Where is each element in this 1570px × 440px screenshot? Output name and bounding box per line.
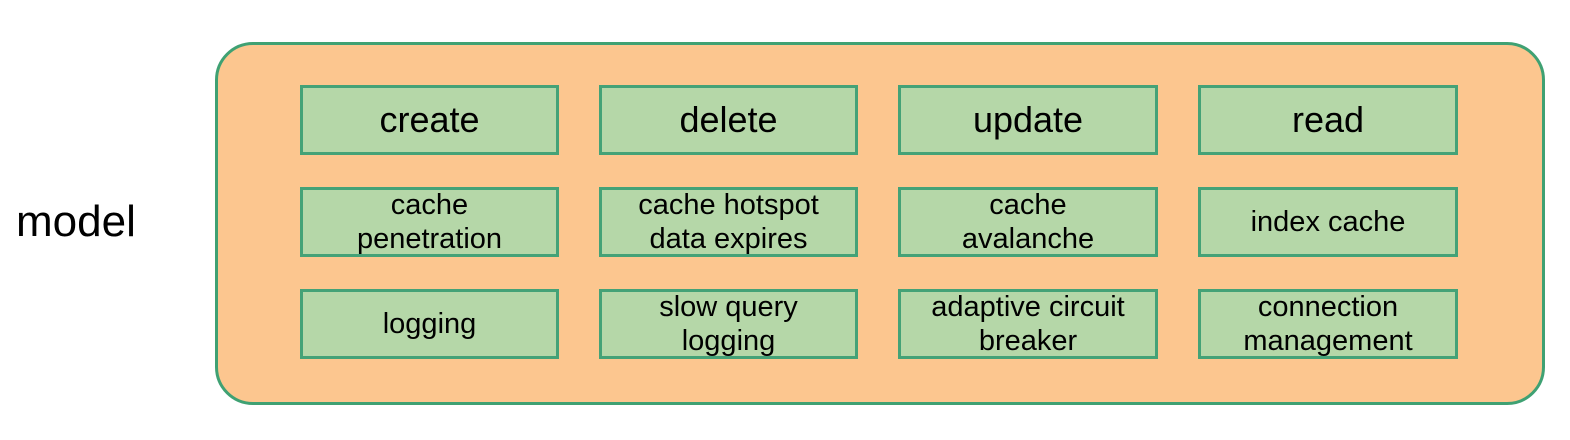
node-label-update: update: [972, 99, 1084, 140]
node-box-read[interactable]: read: [1198, 85, 1458, 155]
node-box-delete[interactable]: delete: [599, 85, 858, 155]
node-label-slow-query-logging: slow query logging: [659, 291, 798, 357]
node-box-slow-query-logging[interactable]: slow query logging: [599, 289, 858, 359]
node-label-cache-penetration: cache penetration: [356, 189, 503, 255]
node-label-cache-hotspot-data-expires: cache hotspot data expires: [638, 189, 819, 255]
node-label-connection-management: connection management: [1243, 291, 1413, 357]
node-label-delete: delete: [679, 99, 778, 140]
node-box-update[interactable]: update: [898, 85, 1158, 155]
node-box-cache-hotspot-data-expires[interactable]: cache hotspot data expires: [599, 187, 858, 257]
node-label-logging: logging: [382, 308, 477, 340]
node-box-index-cache[interactable]: index cache: [1198, 187, 1458, 257]
node-box-cache-avalanche[interactable]: cache avalanche: [898, 187, 1158, 257]
node-label-cache-avalanche: cache avalanche: [961, 189, 1095, 255]
node-box-cache-penetration[interactable]: cache penetration: [300, 187, 559, 257]
node-grid: create delete update read cache penetrat…: [300, 85, 1458, 362]
node-box-adaptive-circuit-breaker[interactable]: adaptive circuit breaker: [898, 289, 1158, 359]
node-box-connection-management[interactable]: connection management: [1198, 289, 1458, 359]
node-box-create[interactable]: create: [300, 85, 559, 155]
node-label-index-cache: index cache: [1250, 206, 1406, 238]
node-label-adaptive-circuit-breaker: adaptive circuit breaker: [931, 291, 1125, 357]
node-label-read: read: [1291, 99, 1365, 140]
node-label-create: create: [379, 99, 480, 140]
group-label-model: model: [16, 197, 136, 246]
node-box-logging[interactable]: logging: [300, 289, 559, 359]
